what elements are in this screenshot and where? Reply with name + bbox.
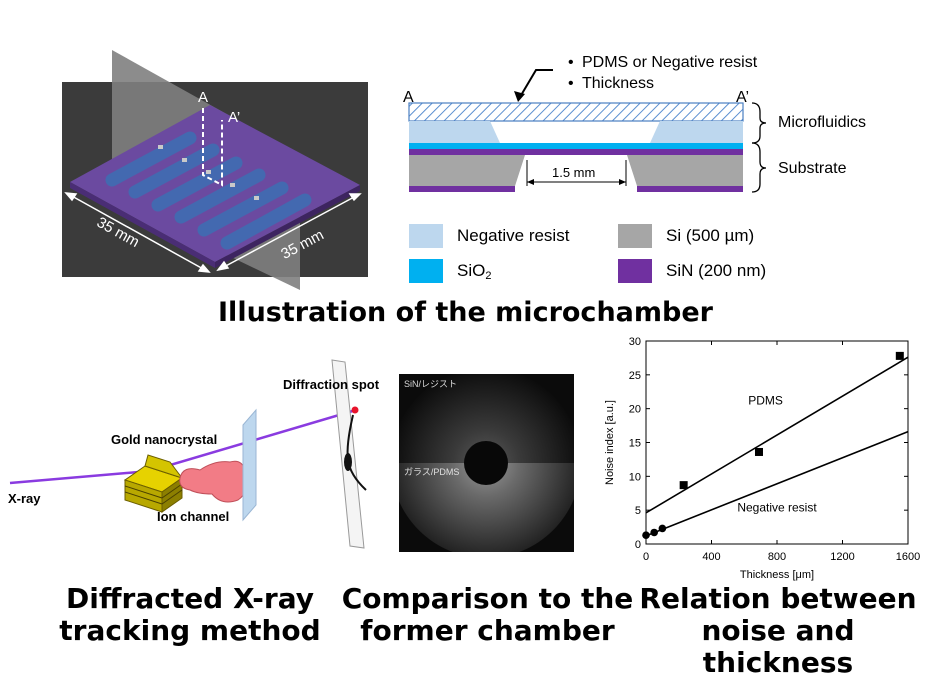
beam-stop-shadow	[464, 441, 508, 485]
comparison-bottom-label: ガラス/PDMS	[404, 467, 459, 477]
section-label-a-prime: A’	[228, 109, 240, 126]
chip-substrate	[70, 105, 360, 262]
series-label-negative-resist: Negative resist	[737, 501, 817, 515]
si-left	[409, 155, 525, 186]
substrate-label: Substrate	[778, 160, 847, 177]
fit-line-1	[645, 430, 909, 537]
comparison-top-label: SiN/レジスト	[404, 379, 457, 389]
sin-bottom-right	[637, 186, 743, 192]
point-1-1	[650, 528, 658, 537]
caption-tracking-line1: Diffracted X-ray	[65, 582, 314, 615]
point-0-0	[679, 481, 688, 490]
point-1-2	[658, 524, 667, 533]
ion-channel	[179, 460, 248, 503]
top-layer	[408, 102, 744, 122]
sio2-layer	[409, 143, 743, 149]
point-1-0	[642, 531, 650, 540]
legend-swatch-3	[618, 259, 652, 283]
resist-layer-right	[650, 121, 743, 143]
y-tick-label-2: 10	[629, 471, 641, 483]
diffraction-spot-label: Diffraction spot	[283, 377, 380, 392]
caption-relation-line2: noise and thickness	[701, 614, 855, 679]
sin-layer-top	[409, 149, 743, 155]
x-tick-label-0: 0	[643, 551, 649, 563]
y-tick-label-5: 25	[629, 370, 641, 382]
section-label-a: A	[198, 89, 208, 106]
label-a: A	[403, 89, 414, 106]
legend-label-0: Negative resist	[457, 226, 570, 245]
main-title: Illustration of the microchamber	[218, 297, 713, 328]
y-tick-label-4: 20	[629, 404, 641, 416]
point-0-2	[895, 351, 904, 360]
caption-tracking-line2: tracking method	[59, 614, 321, 647]
ion-channel-label: Ion channel	[157, 509, 229, 524]
gap-arrow-right	[619, 179, 626, 185]
caption-relation-line1: Relation between	[639, 582, 917, 615]
si-right	[627, 155, 743, 186]
x-tick-label-3: 1200	[830, 551, 854, 563]
x-tick-label-2: 800	[768, 551, 786, 563]
section-line	[202, 108, 223, 187]
legend-swatch-2	[409, 259, 443, 283]
microchamber-3d-illustration: A A’ 35 mm 35 mm	[62, 50, 368, 290]
point-0-1	[754, 447, 763, 456]
chip-side	[70, 182, 215, 268]
label-a-prime: A’	[736, 89, 749, 106]
caption-comparison-line2: former chamber	[360, 614, 615, 647]
beam-stop-head	[344, 453, 352, 471]
x-tick-label-1: 400	[702, 551, 720, 563]
gold-nanocrystal	[123, 454, 184, 513]
legend-swatch-1	[618, 224, 652, 248]
y-tick-label-0: 0	[635, 539, 641, 551]
y-tick-label-6: 30	[629, 336, 641, 348]
dimension-arrows	[64, 192, 362, 273]
cross-section-schematic: • PDMS or Negative resist • Thickness A …	[403, 54, 866, 193]
legend-label-3: SiN (200 nm)	[666, 261, 767, 280]
resist-layer-left	[409, 121, 500, 143]
windows	[158, 145, 259, 200]
series-label-pdms: PDMS	[748, 394, 783, 408]
fit-line-0	[645, 356, 909, 514]
caption-comparison: Comparison to the former chamber	[340, 583, 635, 647]
halo-bottom	[399, 463, 574, 552]
membrane	[242, 408, 257, 522]
pointer-arrowhead	[514, 91, 525, 102]
bullet-2: •	[568, 75, 574, 92]
caption-comparison-line1: Comparison to the	[341, 582, 634, 615]
x-axis-label: Thickness [μm]	[740, 569, 814, 581]
bullet-text-2: Thickness	[582, 75, 654, 92]
x-tick-label-4: 1600	[896, 551, 920, 563]
gap-label: 1.5 mm	[552, 165, 595, 180]
y-axis-label: Noise index [a.u.]	[604, 400, 616, 485]
sin-bottom-left	[409, 186, 515, 192]
y-tick-label-3: 15	[629, 438, 641, 450]
caption-relation: Relation between noise and thickness	[628, 583, 928, 679]
gap-arrow-left	[527, 179, 534, 185]
tracking-method-illustration: X-ray Gold nanocrystal Ion channel Diffr…	[8, 359, 380, 549]
brace-microfluidics	[751, 102, 767, 144]
bullet-text-1: PDMS or Negative resist	[582, 54, 758, 71]
bullet-1: •	[568, 54, 574, 71]
legend-swatch-0	[409, 224, 443, 248]
gold-label: Gold nanocrystal	[111, 432, 217, 447]
pointer-line	[519, 69, 553, 98]
xray-label: X-ray	[8, 491, 41, 506]
y-tick-label-1: 5	[635, 505, 641, 517]
microfluidics-label: Microfluidics	[778, 114, 866, 131]
diffraction-spot	[351, 406, 359, 414]
legend-label-2: SiO2	[457, 261, 492, 282]
legend-label-1: Si (500 µm)	[666, 226, 755, 245]
brace-substrate	[751, 142, 767, 193]
caption-tracking: Diffracted X-ray tracking method	[20, 583, 360, 647]
comparison-image: SiN/レジスト ガラス/PDMS	[399, 374, 574, 552]
halo-top	[399, 374, 574, 463]
chip-side-right	[215, 185, 360, 268]
microchannels	[105, 131, 312, 250]
